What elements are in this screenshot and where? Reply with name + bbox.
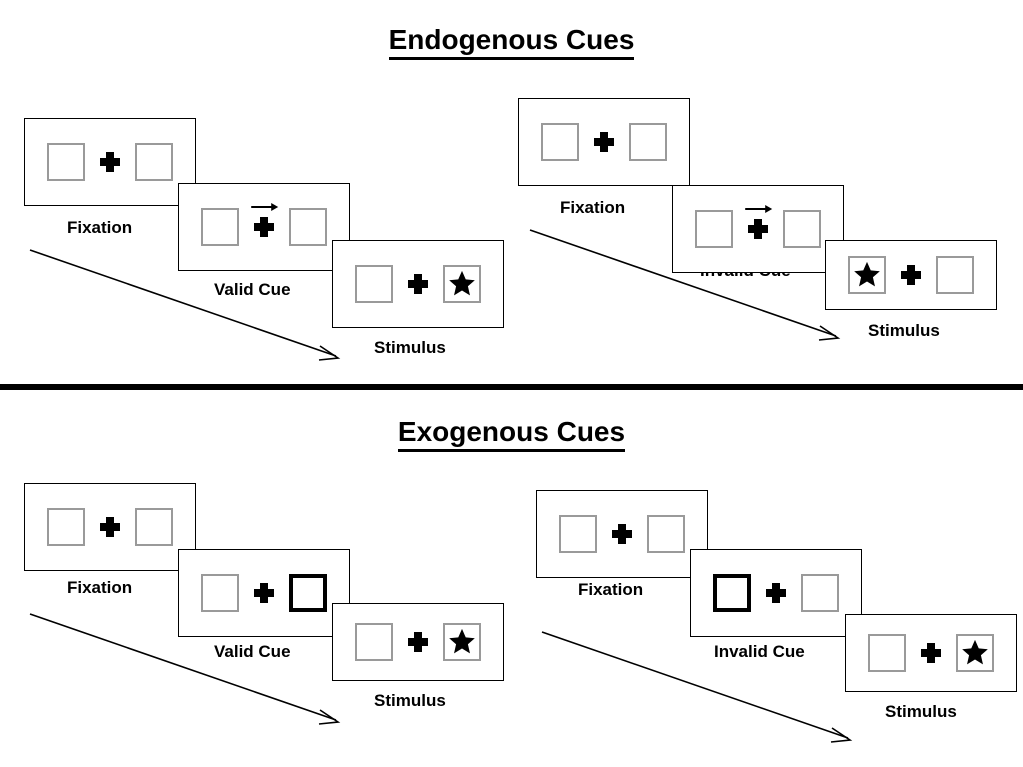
right-box: [443, 265, 481, 303]
arrow-right-icon: [744, 203, 774, 215]
star-icon: [960, 638, 990, 667]
panel-label-stimulus: Stimulus: [374, 691, 446, 710]
right-box: [629, 123, 667, 161]
panel-label-stimulus: Stimulus: [374, 338, 446, 357]
panel-fixation[interactable]: [24, 483, 196, 571]
left-box: [355, 623, 393, 661]
section-title-exogenous-text: Exogenous Cues: [397, 416, 626, 452]
panel-content: [713, 574, 839, 612]
star-icon: [447, 627, 477, 656]
section-title-exogenous: Exogenous Cues: [0, 416, 1023, 452]
right-box: [956, 634, 994, 672]
time-arrow-exogenous-valid: [28, 612, 348, 730]
panel-stimulus[interactable]: [825, 240, 997, 310]
panel-content: [559, 515, 685, 553]
section-divider: [0, 384, 1023, 390]
plus-cross-icon: [99, 151, 121, 173]
left-box: [868, 634, 906, 672]
left-box: [559, 515, 597, 553]
panel-content: [848, 256, 974, 294]
plus-cross-icon: [611, 523, 633, 545]
time-arrow-exogenous-invalid: [540, 630, 860, 748]
panel-label-fixation: Fixation: [67, 218, 133, 237]
star-icon: [852, 260, 882, 289]
plus-cross-icon: [251, 203, 279, 238]
panel-stimulus[interactable]: [845, 614, 1017, 692]
panel-fixation[interactable]: [24, 118, 196, 206]
right-box: [936, 256, 974, 294]
panel-content: [201, 574, 327, 612]
panel-stimulus[interactable]: [332, 603, 504, 681]
panel-label-stimulus: Stimulus: [868, 321, 940, 340]
panel-fixation[interactable]: [536, 490, 708, 578]
right-box: [801, 574, 839, 612]
panel-fixation[interactable]: [518, 98, 690, 186]
left-box: [47, 143, 85, 181]
section-title-endogenous: Endogenous Cues: [0, 24, 1023, 60]
panel-content: [47, 508, 173, 546]
plus-cross-icon: [745, 205, 773, 240]
panel-content: [47, 143, 173, 181]
right-box: [135, 143, 173, 181]
panel-content: [541, 123, 667, 161]
panel-content: [355, 623, 481, 661]
plus-cross-icon: [407, 273, 429, 295]
left-box: [695, 210, 733, 248]
section-endogenous: Endogenous Cues Fixation: [0, 24, 1023, 366]
time-arrow-endogenous-valid: [28, 248, 348, 366]
plus-cross-icon: [99, 516, 121, 538]
star-icon: [447, 269, 477, 298]
panel-valid-cue[interactable]: [178, 183, 350, 271]
left-box: [355, 265, 393, 303]
left-box: [47, 508, 85, 546]
panel-label-stimulus: Stimulus: [885, 702, 957, 721]
plus-cross-icon: [765, 582, 787, 604]
panel-content: [695, 205, 821, 248]
right-box: [783, 210, 821, 248]
plus-cross-icon: [920, 642, 942, 664]
left-box: [541, 123, 579, 161]
plus-cross-icon: [407, 631, 429, 653]
plus-cross-icon: [900, 264, 922, 286]
left-box: [201, 574, 239, 612]
panel-label-valid-cue: Valid Cue: [214, 642, 291, 661]
right-box: [647, 515, 685, 553]
panel-stimulus[interactable]: [332, 240, 504, 328]
panel-content: [868, 634, 994, 672]
panel-content: [355, 265, 481, 303]
right-box: [443, 623, 481, 661]
panel-invalid-cue[interactable]: [672, 185, 844, 273]
section-title-endogenous-text: Endogenous Cues: [388, 24, 635, 60]
panel-label-fixation: Fixation: [560, 198, 626, 217]
right-box: [289, 208, 327, 246]
panel-label-invalid-cue: Invalid Cue: [714, 642, 805, 661]
section-exogenous: Exogenous Cues Fixation Valid Cue: [0, 390, 1023, 767]
left-box-cued: [713, 574, 751, 612]
panel-content: [201, 203, 327, 246]
panel-label-fixation: Fixation: [578, 580, 644, 599]
panel-label-valid-cue: Valid Cue: [214, 280, 291, 299]
panel-label-fixation: Fixation: [67, 578, 133, 597]
time-arrow-endogenous-invalid: [528, 228, 848, 346]
panel-invalid-cue[interactable]: [690, 549, 862, 637]
left-box: [201, 208, 239, 246]
left-box: [848, 256, 886, 294]
plus-cross-icon: [593, 131, 615, 153]
plus-cross-icon: [253, 582, 275, 604]
arrow-right-icon: [250, 201, 280, 213]
panel-valid-cue[interactable]: [178, 549, 350, 637]
right-box-cued: [289, 574, 327, 612]
right-box: [135, 508, 173, 546]
